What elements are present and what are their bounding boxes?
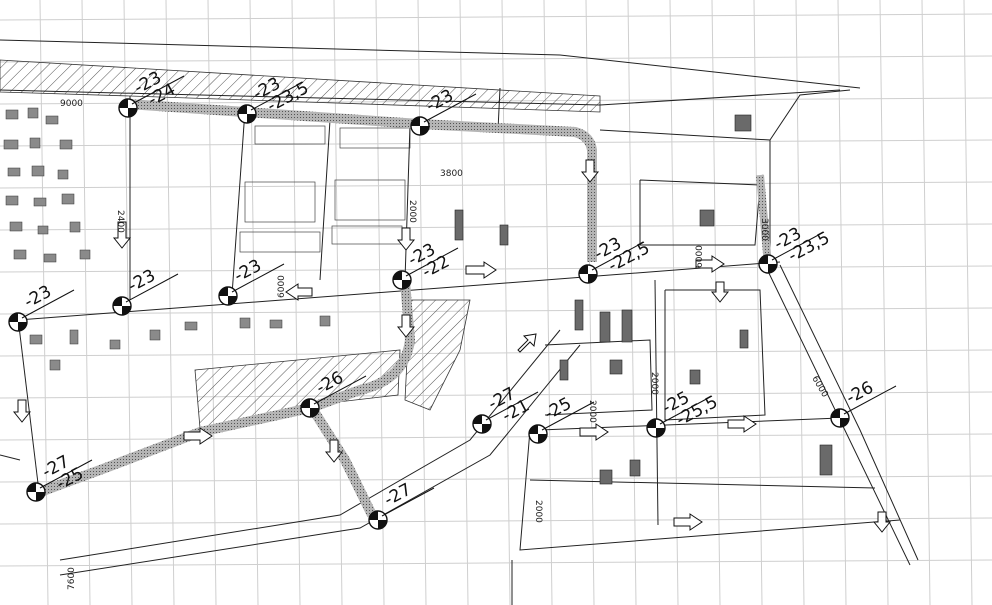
flow-arrow [465, 261, 497, 279]
junction-node [410, 116, 430, 136]
junction-node [578, 264, 598, 284]
elevation-leader-line [231, 263, 285, 293]
junction-node [218, 286, 238, 306]
hatched-zones [0, 59, 601, 429]
residential-blocks-west [3, 107, 331, 371]
dimension-label: 2000 [587, 400, 597, 423]
grid-line [879, 0, 889, 605]
elevation-leader-line [659, 395, 713, 425]
flow-arrow [396, 227, 416, 251]
dimension-label: 2000 [533, 500, 543, 523]
grid-line [795, 0, 805, 605]
elevation-leader-line [771, 231, 825, 261]
main-roads [38, 99, 772, 518]
junction-node [26, 482, 46, 502]
dimension-label: 2000 [407, 200, 417, 223]
grid-line [0, 433, 992, 441]
elevation-leader-line [313, 375, 367, 405]
flow-arrow [324, 439, 344, 463]
junction-node [392, 270, 412, 290]
elevation-leader-line [423, 93, 477, 123]
road-north-ring [127, 99, 597, 262]
grid-line [963, 0, 973, 605]
grid-line [753, 0, 763, 605]
flow-arrow [285, 283, 313, 301]
junction-node [8, 312, 28, 332]
grid-line [207, 0, 217, 605]
grid-line [921, 0, 931, 605]
road-center-loop [38, 281, 416, 497]
flow-arrow [579, 423, 609, 441]
elevation-leader-line [381, 487, 435, 517]
grid-line [0, 223, 992, 231]
grid-line [0, 349, 992, 357]
hatched-zone-center [194, 349, 401, 429]
junction-node [112, 296, 132, 316]
grid-line [627, 0, 637, 605]
dimension-label: 9000 [60, 99, 83, 109]
elevation-leader-line [541, 401, 595, 431]
secondary-lines [0, 39, 919, 605]
flow-arrow [112, 221, 132, 249]
road-east-spine [756, 174, 772, 266]
flow-arrow [710, 281, 730, 303]
dimension-label: 7600 [67, 567, 77, 590]
elevation-leader-line [125, 273, 179, 303]
grid-line [0, 475, 992, 483]
industrial-buildings [454, 114, 833, 485]
grid-line [0, 139, 992, 147]
grid-line [81, 0, 91, 605]
flow-arrow [517, 333, 537, 353]
flow-arrow [727, 415, 757, 433]
grid-line [39, 0, 49, 605]
flow-arrow [673, 513, 703, 531]
elevation-leader-line [21, 289, 75, 319]
elevation-leader-line [39, 459, 93, 489]
junction-node [528, 424, 548, 444]
junction-node [237, 104, 257, 124]
elevation-leader-line [131, 75, 185, 105]
junction-node [646, 418, 666, 438]
grid-line [0, 181, 992, 189]
plot-rows-north [239, 125, 411, 253]
flow-arrow [695, 255, 725, 273]
dimension-label: 6000 [695, 245, 705, 268]
junction-node [118, 98, 138, 118]
flow-arrow [872, 511, 892, 533]
grid-line [0, 307, 992, 315]
grid-line [0, 13, 992, 21]
flow-arrow [183, 427, 213, 445]
junction-node [300, 398, 320, 418]
dimension-label: 6000 [277, 275, 287, 298]
grid-line [0, 265, 992, 273]
grid-line [0, 517, 992, 525]
dimension-label: 3800 [440, 169, 463, 179]
elevation-leader-line [250, 81, 304, 111]
elevation-leader-line [843, 385, 897, 415]
flow-arrows [12, 159, 892, 533]
flow-arrow [396, 314, 416, 338]
junction-node [368, 510, 388, 530]
elevation-leader-line [405, 247, 459, 277]
grid-line [165, 0, 175, 605]
elevation-leader-line [591, 241, 645, 271]
grid-line [0, 55, 992, 63]
flow-arrow [580, 159, 600, 183]
grid-line [711, 0, 721, 605]
junction-node [472, 414, 492, 434]
dimension-label: 3000 [759, 218, 769, 241]
dimension-label: 2400 [115, 210, 125, 233]
junction-node [830, 408, 850, 428]
road-south-branch [307, 405, 377, 518]
grid-line [837, 0, 847, 605]
flow-arrow [12, 399, 32, 423]
grid-line [0, 559, 992, 567]
elevation-leader-line [485, 391, 539, 421]
dimension-label: 2000 [649, 372, 659, 395]
hatched-zone-east-center [404, 299, 471, 411]
junction-node [758, 254, 778, 274]
